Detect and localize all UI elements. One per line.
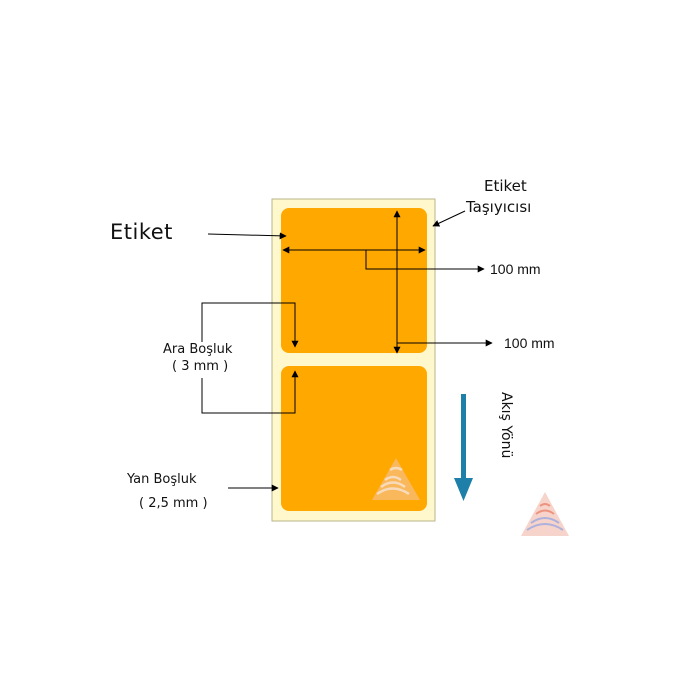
label-title: Etiket [110,220,173,244]
width-value: 100 mm [490,261,541,277]
gap-bracket-top [201,302,299,348]
gap-title: Ara Boşluk [163,342,233,357]
flow-direction-label: Akış Yönü [498,392,514,459]
carrier-title-line1: Etiket [484,177,527,195]
height-value: 100 mm [504,335,555,351]
carrier-title-line2: Taşıyıcısı [466,198,532,216]
label-top [281,208,427,353]
side-gap-value: ( 2,5 mm ) [139,496,208,511]
gap-value: ( 3 mm ) [172,359,229,374]
flow-direction-arrow-icon [454,394,473,501]
side-gap-title: Yan Boşluk [127,472,197,487]
carrier-leader-line [432,210,466,227]
width-leader-line [365,250,485,273]
label-leader-line [207,232,287,240]
brand-logo-icon [521,492,569,536]
gap-bracket-bottom [201,370,299,414]
logo-icon [372,458,420,500]
